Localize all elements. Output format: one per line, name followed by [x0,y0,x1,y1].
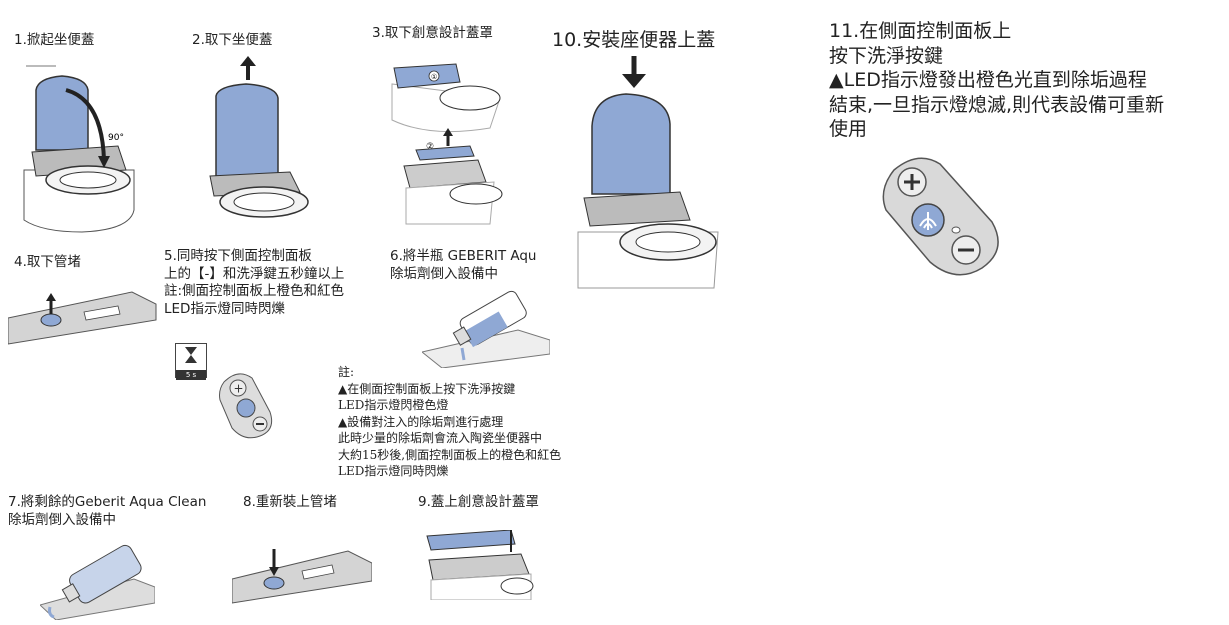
svg-text:①: ① [431,73,437,81]
step-5-panel-illustration: + [219,373,273,439]
step-2-illustration [209,56,309,218]
step-9-label: 9.蓋上創意設計蓋罩 [418,494,539,510]
step-10-illustration [577,56,719,289]
svg-text:+: + [234,382,244,396]
step-3-label: 3.取下創意設計蓋罩 [372,25,493,41]
step-11-label: 11.在側面控制面板上按下洗淨按鍵▲LED指示燈發出橙色光直到除垢過程結束,一旦… [829,20,1165,140]
step-2-label: 2.取下坐便蓋 [192,32,273,48]
step-11-panel-illustration [882,157,999,276]
step-3-illustration: ① ② [391,63,503,225]
step-4-illustration [8,291,157,345]
svg-text:②: ② [426,142,434,152]
step-1-label: 1.掀起坐便蓋 [14,32,95,48]
hourglass-icon: 5 s [175,343,207,380]
step-4-label: 4.取下管堵 [14,254,81,270]
step-8-illustration [232,549,372,604]
step-1-illustration: 90° [23,65,135,233]
step-5-label: 5.同時按下側面控制面板上的【-】和洗淨鍵五秒鐘以上註:側面控制面板上橙色和紅色… [164,248,345,317]
step-9-illustration [426,530,534,600]
timer-label: 5 s [176,370,206,380]
step-7-illustration [40,544,155,620]
step-10-label: 10.安裝座便器上蓋 [552,29,716,51]
step-6-illustration [422,290,550,368]
angle-label: 90° [108,133,124,143]
step-8-label: 8.重新裝上管堵 [243,494,337,510]
